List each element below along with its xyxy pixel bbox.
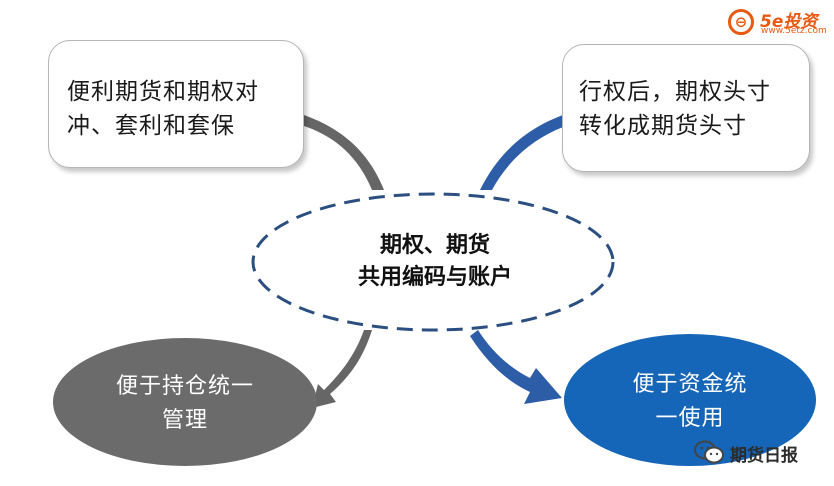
- exercise-position-line-2: 转化成期货头寸: [579, 113, 747, 139]
- watermark-text: 期货日报: [730, 445, 798, 466]
- logo-name: 5e投资: [760, 12, 818, 32]
- center-node-text: 期权、期货 共用编码与账户: [300, 230, 570, 294]
- logo-url: www.5etz.com: [761, 26, 827, 36]
- arrow-to-bottom-right: [470, 330, 562, 404]
- exercise-position-line-1: 行权后，期权头寸: [579, 79, 771, 105]
- bottom-right-ellipse: [564, 334, 816, 466]
- fund-usage-line-2: 一使用: [655, 406, 725, 431]
- center-dashed-ellipse: [251, 192, 615, 332]
- arrow-to-bottom-left: [312, 330, 372, 408]
- fund-usage-text: 便于资金统 一使用: [590, 368, 790, 436]
- benefit-hedge-box: 便利期货和期权对 冲、套利和套保: [48, 40, 304, 168]
- position-management-line-1: 便于持仓统一: [115, 374, 254, 399]
- benefit-hedge-line-1: 便利期货和期权对: [67, 79, 259, 105]
- center-line-2: 共用编码与账户: [357, 265, 512, 290]
- connector-top-right: [480, 112, 572, 190]
- brand-logo: ⊖ 5e投资 www.5etz.com: [728, 5, 832, 39]
- position-management-text: 便于持仓统一 管理: [85, 370, 285, 438]
- benefit-hedge-line-2: 冲、套利和套保: [67, 113, 235, 139]
- connector-top-left: [304, 115, 384, 190]
- exercise-position-box: 行权后，期权头寸 转化成期货头寸: [562, 44, 810, 172]
- source-watermark: 期货日报: [694, 440, 798, 466]
- position-management-line-2: 管理: [161, 408, 208, 433]
- bottom-left-ellipse: [53, 338, 317, 466]
- fund-usage-line-1: 便于资金统: [632, 372, 748, 397]
- wechat-icon: [694, 441, 724, 465]
- logo-mark-icon: ⊖: [728, 9, 754, 35]
- center-line-1: 期权、期货: [379, 233, 490, 258]
